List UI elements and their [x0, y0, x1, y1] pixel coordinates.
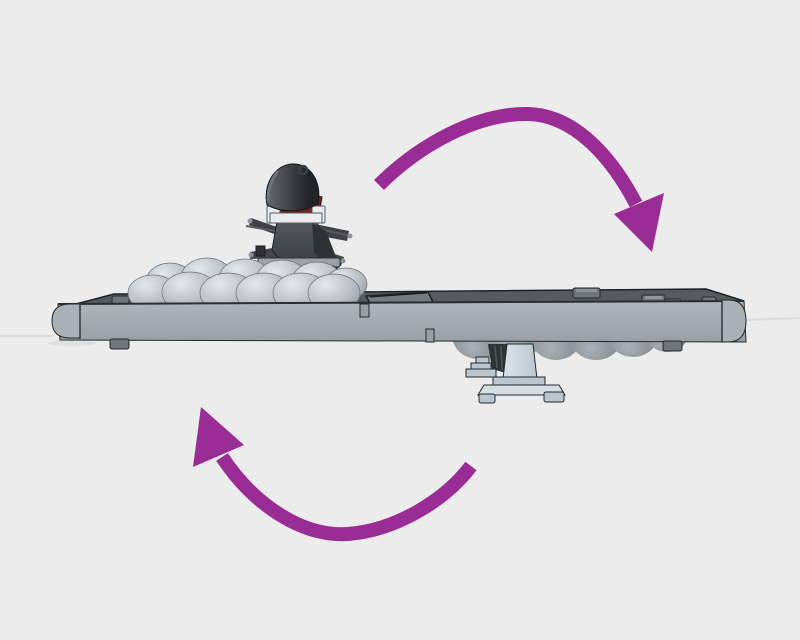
- plate-right-end-cap: [721, 299, 747, 343]
- collar-bar: [269, 212, 323, 224]
- ground-shadow: [0, 317, 800, 346]
- stand-bracket-ridge: [494, 345, 498, 369]
- arrow-top-head: [614, 193, 664, 252]
- stand-foot: [478, 393, 496, 404]
- cone-ring: [297, 164, 309, 176]
- stand-dark-bracket: [488, 344, 509, 373]
- stud-rim: [576, 289, 597, 292]
- ground-shadow-right: [745, 317, 800, 321]
- stand-bracket-ridge: [500, 345, 503, 371]
- model-assembly: [51, 163, 747, 404]
- stand-column: [502, 343, 538, 380]
- stud-rim: [645, 296, 662, 299]
- rocket-nose-cone: [265, 163, 320, 212]
- rotation-arrow-bottom: [193, 407, 477, 542]
- cap-shadow-left: [48, 340, 96, 346]
- rocket-collar: [266, 205, 326, 224]
- plate-tab: [359, 303, 370, 318]
- rotation-arrow-top: [374, 106, 664, 252]
- baseplate-face: [51, 299, 747, 352]
- stud-under: [109, 338, 130, 350]
- plate-left-end-cap: [51, 303, 81, 339]
- plate-front-top-edge: [57, 300, 745, 305]
- plate-tab: [425, 328, 435, 343]
- arrow-top-shaft: [374, 106, 643, 208]
- arrow-bottom-head: [193, 407, 244, 467]
- plate-front-face: [57, 300, 747, 343]
- spike-tip: [248, 252, 254, 258]
- stud-under: [662, 340, 683, 352]
- spike-left-upper-highlight: [245, 225, 277, 232]
- arrow-bottom-shaft: [216, 453, 477, 542]
- spike-tip: [340, 258, 346, 264]
- stand-base-wide: [477, 384, 566, 396]
- recess-inner-edge: [369, 292, 428, 298]
- spike-tip: [247, 218, 253, 224]
- stand-step: [465, 368, 497, 378]
- spike-tip: [347, 233, 353, 239]
- stand-foot: [543, 391, 565, 403]
- display-stand: [465, 343, 566, 404]
- spike-left-base: [255, 245, 266, 257]
- cone-highlight: [266, 170, 279, 202]
